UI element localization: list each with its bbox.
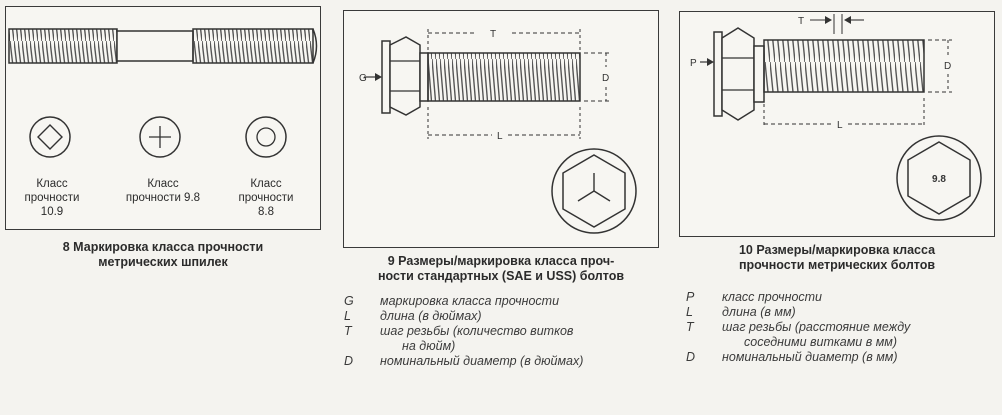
figure-8-panel: Класс прочности 10.9 Класс прочности 9.8… <box>5 6 321 230</box>
cross-mark-icon <box>139 116 181 158</box>
legend-row-t-cont: на дюйм) <box>402 339 456 353</box>
dim-t-label: T <box>490 29 496 40</box>
bolt-head-marking-icon <box>551 148 637 234</box>
figure-9-panel: G T D L <box>343 10 659 248</box>
dim-t-label: T <box>798 16 804 27</box>
head-mark-text: 9.8 <box>932 174 946 185</box>
dim-d-label: D <box>602 73 609 84</box>
diamond-mark-icon <box>29 116 71 158</box>
figure-10-panel: T P D L 9.8 <box>679 11 995 237</box>
sae-bolt-drawing: G T D L <box>359 29 637 234</box>
class-8-8-label: Класс прочности 8.8 <box>238 178 294 218</box>
figure-9-caption: 9 Размеры/маркировка класса проч- ности … <box>377 254 625 283</box>
metric-bolt-drawing: T P D L 9.8 <box>690 14 982 221</box>
bolt-icon <box>381 36 581 116</box>
ring-mark-icon <box>245 116 287 158</box>
stud-icon <box>8 28 318 64</box>
dimension-lines <box>364 29 610 139</box>
figure-8-caption: 8 Маркировка класса прочности метрически… <box>62 240 264 269</box>
dim-g-label: G <box>359 73 367 84</box>
dim-p-label: P <box>690 58 697 69</box>
class-10-9-label: Класс прочности 10.9 <box>24 178 80 218</box>
dim-l-label: L <box>497 131 503 142</box>
dimension-lines <box>700 14 952 126</box>
dim-l-label: L <box>837 120 843 131</box>
figure-10-caption: 10 Размеры/маркировка класса прочности м… <box>738 243 936 272</box>
stud-drawing <box>8 28 318 158</box>
class-9-8-label: Класс прочности 9.8 <box>125 178 201 204</box>
bolt-icon <box>713 27 925 121</box>
bolt-head-marking-icon: 9.8 <box>896 135 982 221</box>
legend-row-t-cont: соседними витками в мм) <box>744 335 898 349</box>
dim-d-label: D <box>944 61 951 72</box>
